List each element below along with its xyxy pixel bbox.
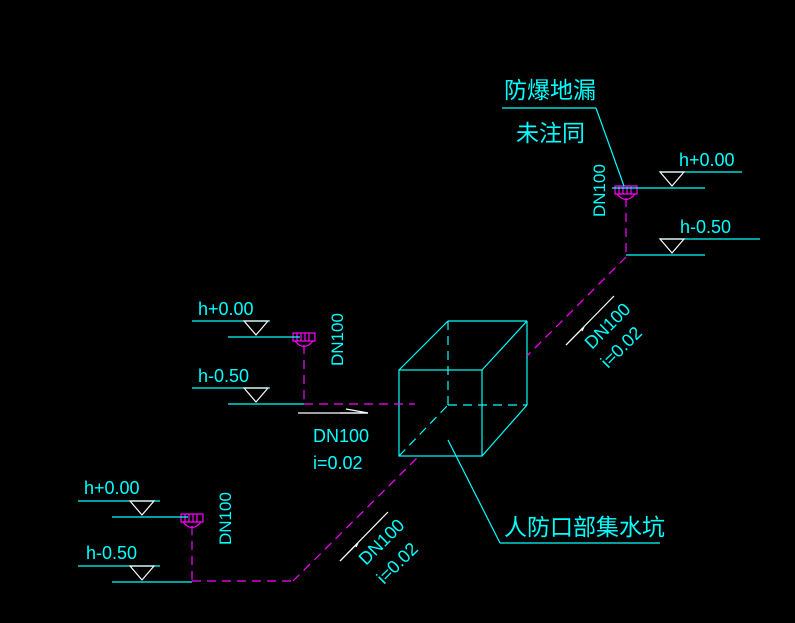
pipe-middle-slope: i=0.02	[313, 453, 363, 473]
pipe-middle-dn: DN100	[313, 426, 369, 446]
level-text-upper-right-top: h+0.00	[679, 150, 735, 170]
elevation-triangle-icon	[128, 565, 156, 581]
drain-pipes	[191, 198, 627, 582]
level-text-lower-bottom: h-0.50	[86, 543, 137, 563]
elevation-triangle-icon	[658, 171, 686, 187]
level-text-middle-bottom: h-0.50	[198, 366, 249, 386]
level-marker-middle-top	[192, 320, 300, 338]
sump-box-edge	[481, 320, 528, 371]
sump-box	[398, 320, 528, 457]
slope-arrow-icon	[298, 408, 369, 414]
dn-label-upper-right: DN100	[590, 164, 609, 217]
level-marker-lower-top	[78, 500, 188, 518]
level-text-middle-top: h+0.00	[198, 299, 254, 319]
elevation-triangle-icon	[242, 320, 270, 336]
elevation-triangle-icon	[242, 387, 270, 403]
floor-drain-title: 防爆地漏	[504, 78, 596, 104]
pipe-upper-right-to-sump	[526, 256, 627, 357]
level-marker-middle-bottom	[192, 387, 304, 405]
sump-box-front	[398, 369, 483, 457]
sump-box-hidden-edge	[398, 404, 449, 457]
level-marker-upper-right-bottom	[626, 238, 760, 256]
dn-label-lower-left: DN100	[216, 492, 235, 545]
leader-sump	[447, 439, 660, 544]
level-text-lower-top: h+0.00	[84, 478, 140, 498]
floor-drain-icon	[614, 185, 638, 201]
slope-arrow-icon	[565, 295, 615, 346]
elevation-triangle-icon	[658, 238, 686, 254]
sump-box-edge	[481, 404, 528, 457]
level-text-upper-right-bottom: h-0.50	[680, 217, 731, 237]
floor-drain-icon	[292, 332, 316, 348]
floor-drain-note: 未注同	[516, 121, 585, 147]
slope-arrow-icon	[339, 511, 389, 562]
sump-label: 人防口部集水坑	[504, 515, 665, 541]
level-marker-lower-bottom	[78, 565, 192, 583]
leader-floor-drain	[502, 107, 625, 187]
floor-drain-icon	[180, 513, 204, 529]
level-marker-upper-right-top	[612, 171, 742, 189]
elevation-triangle-icon	[128, 500, 156, 516]
dn-label-middle: DN100	[328, 313, 347, 366]
sump-box-edge	[398, 320, 449, 371]
